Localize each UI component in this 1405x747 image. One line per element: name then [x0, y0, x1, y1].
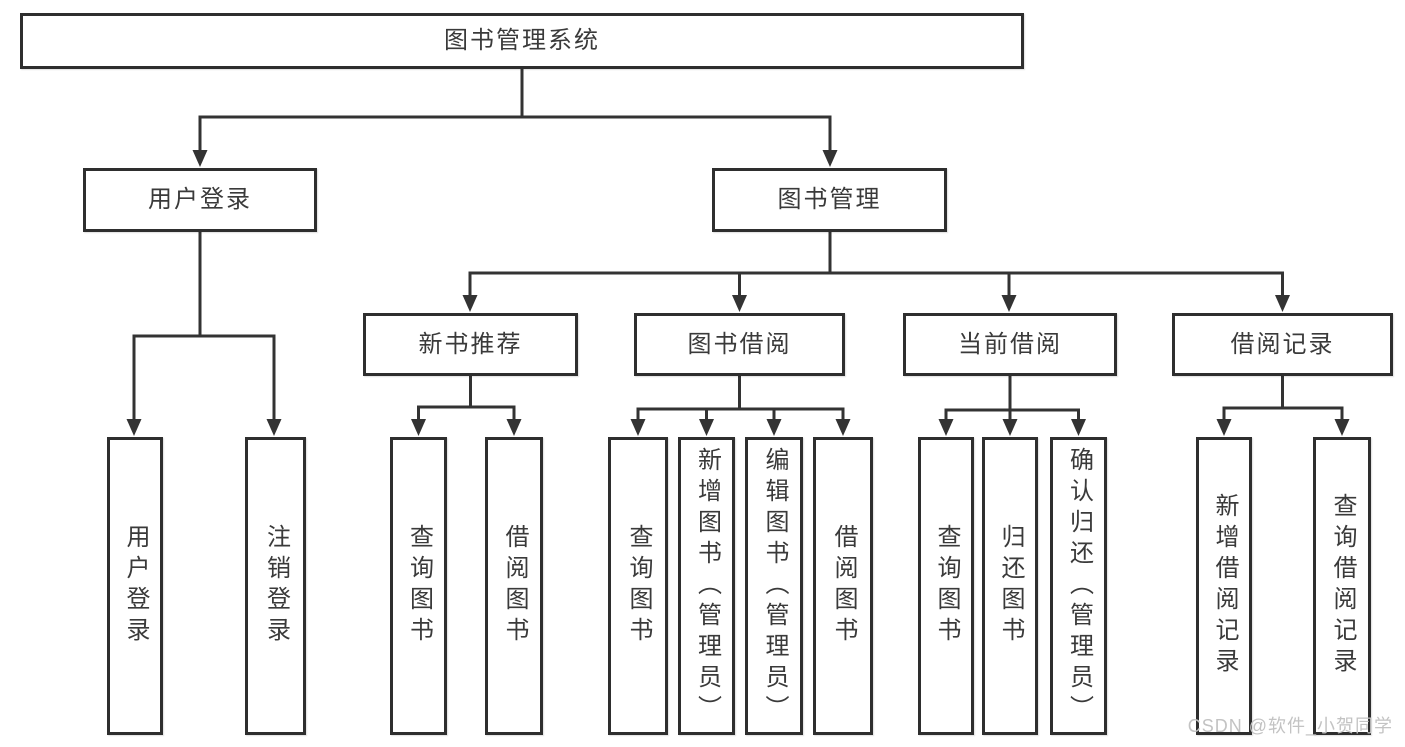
leaf-newbook-query-books-label: 查询图书: [405, 524, 433, 648]
leaf-return-books-label: 归还图书: [997, 524, 1024, 648]
leaf-user-login-label: 用户登录: [122, 524, 149, 648]
node-book-management: 图书管理: [712, 168, 947, 232]
leaf-query-borrow-record-label: 查询借阅记录: [1329, 493, 1356, 679]
node-book-borrow-label: 图书借阅: [687, 330, 792, 358]
node-user-login-label: 用户登录: [148, 186, 252, 213]
connector-currentborrow-to-leaves: [944, 376, 1080, 419]
leaf-add-books-admin: 新增图书（管理员）: [678, 437, 735, 735]
leaf-newbook-query-books: 查询图书: [390, 437, 447, 735]
node-user-login: 用户登录: [83, 168, 317, 232]
connector-borrowrecord-to-leaves: [1222, 376, 1344, 419]
leaf-edit-books-admin: 编辑图书（管理员）: [745, 437, 803, 735]
node-borrow-record: 借阅记录: [1172, 313, 1393, 376]
leaf-add-books-admin-label: 新增图书（管理员）: [693, 446, 721, 726]
arrowheads-borrowrecord-leaves: [1216, 419, 1350, 436]
node-current-borrow-label: 当前借阅: [958, 330, 1062, 358]
leaf-edit-books-admin-label: 编辑图书（管理员）: [761, 446, 788, 726]
node-current-borrow: 当前借阅: [903, 313, 1117, 376]
node-new-book-recommend-label: 新书推荐: [418, 330, 523, 358]
leaf-borrow-query-books-label: 查询图书: [625, 524, 652, 648]
connector-root-to-level2: [198, 69, 832, 150]
connector-bookborrow-to-leaves: [636, 376, 845, 419]
leaf-add-borrow-record: 新增借阅记录: [1196, 437, 1252, 735]
node-book-management-label: 图书管理: [777, 186, 882, 213]
node-root-label: 图书管理系统: [444, 27, 600, 54]
leaf-current-query-books-label: 查询图书: [933, 524, 960, 648]
arrowheads-userlogin-leaves: [126, 419, 282, 436]
node-book-borrow: 图书借阅: [634, 313, 845, 376]
leaf-newbook-borrow-books: 借阅图书: [485, 437, 543, 735]
leaf-borrow-books: 借阅图书: [813, 437, 873, 735]
connector-newbook-to-leaves: [417, 376, 516, 419]
leaf-newbook-borrow-books-label: 借阅图书: [501, 524, 528, 648]
leaf-borrow-query-books: 查询图书: [608, 437, 668, 735]
node-root-system: 图书管理系统: [20, 13, 1024, 69]
csdn-watermark: CSDN @软件_小贺同学: [1187, 716, 1393, 736]
leaf-user-login: 用户登录: [107, 437, 163, 735]
leaf-confirm-return-admin: 确认归还（管理员）: [1050, 437, 1107, 735]
leaf-return-books: 归还图书: [982, 437, 1038, 735]
arrowheads-newbook-leaves: [411, 419, 522, 436]
arrowheads-currentborrow-leaves: [938, 419, 1086, 436]
node-new-book-recommend: 新书推荐: [363, 313, 578, 376]
leaf-confirm-return-admin-label: 确认归还（管理员）: [1065, 446, 1093, 726]
node-borrow-record-label: 借阅记录: [1230, 330, 1335, 358]
leaf-add-borrow-record-label: 新增借阅记录: [1211, 493, 1238, 679]
leaf-logout-label: 注销登录: [262, 524, 290, 648]
arrowheads-bookborrow-leaves: [630, 419, 851, 436]
leaf-query-borrow-record: 查询借阅记录: [1313, 437, 1371, 735]
leaf-current-query-books: 查询图书: [918, 437, 974, 735]
leaf-logout: 注销登录: [245, 437, 306, 735]
arrowheads-level2: [192, 150, 838, 167]
connector-userlogin-to-leaves: [132, 232, 276, 419]
leaf-borrow-books-label: 借阅图书: [830, 524, 857, 648]
arrowheads-level3: [462, 295, 1290, 312]
connector-bookmgmt-to-level3: [468, 232, 1284, 295]
